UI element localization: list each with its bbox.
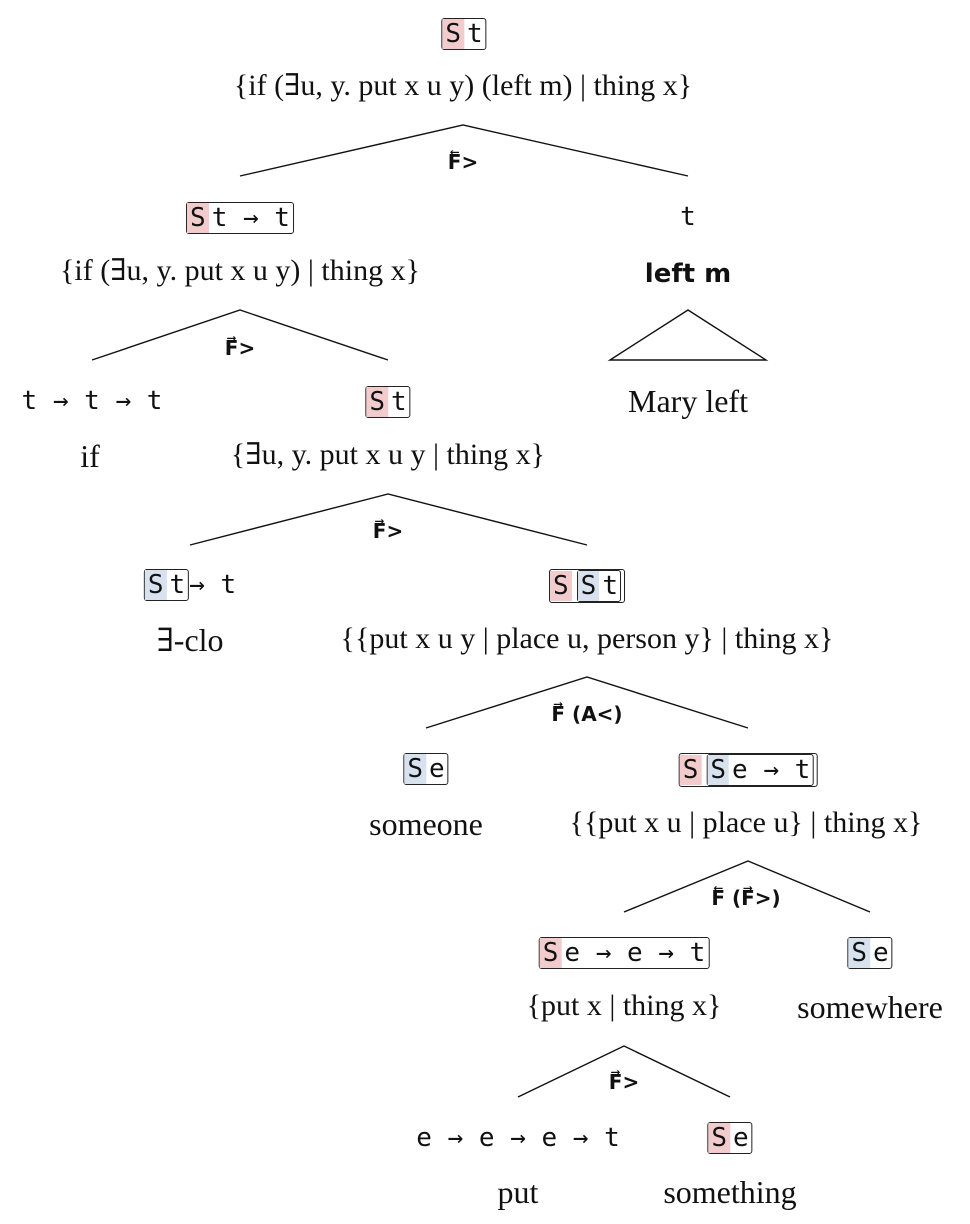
word-someone: someone	[369, 806, 483, 842]
node-root-denotation: {if (∃u, y. put x u y) (left m) | thing …	[233, 69, 693, 102]
word-put: put	[497, 1174, 539, 1210]
node-mary-left-type: t	[680, 202, 696, 232]
node-mary-left-denotation: left m	[644, 259, 732, 289]
branch-root	[239, 124, 689, 177]
node-put-place-person-denotation: {{put x u y | place u, person y} | thing…	[340, 622, 834, 655]
rule-somewhere: F⃖ (F⃗>)	[711, 886, 781, 910]
rule-if-clause: F⃗>	[224, 336, 256, 360]
branch-somewhere	[623, 860, 871, 913]
word-something: something	[663, 1174, 797, 1210]
branch-if-clause	[91, 309, 389, 361]
word-if: if	[80, 438, 100, 474]
triangle-mary-left	[607, 309, 769, 361]
node-if-type: t → t → t	[21, 386, 163, 416]
node-put-type: e → e → e → t	[416, 1123, 620, 1153]
word-mary-left: Mary left	[628, 383, 748, 419]
rule-exists: F⃗>	[372, 519, 404, 543]
branch-someone	[425, 676, 749, 729]
rule-someone: F⃗ (A<)	[551, 702, 623, 726]
word-somewhere: somewhere	[797, 989, 943, 1025]
rule-root: F⃖>	[447, 150, 479, 174]
node-exists-denotation: {∃u, y. put x u y | thing x}	[230, 438, 546, 471]
node-put-thing-denotation: {put x | thing x}	[526, 989, 722, 1022]
branch-exists	[189, 493, 588, 546]
word-exists-clo: ∃-clo	[156, 622, 224, 658]
branch-put-something	[517, 1045, 731, 1098]
node-put-place-denotation: {{put x u | place u} | thing x}	[569, 806, 923, 839]
rule-put-something: F⃗>	[608, 1070, 640, 1094]
node-if-clause-denotation: {if (∃u, y. put x u y) | thing x}	[60, 254, 420, 287]
